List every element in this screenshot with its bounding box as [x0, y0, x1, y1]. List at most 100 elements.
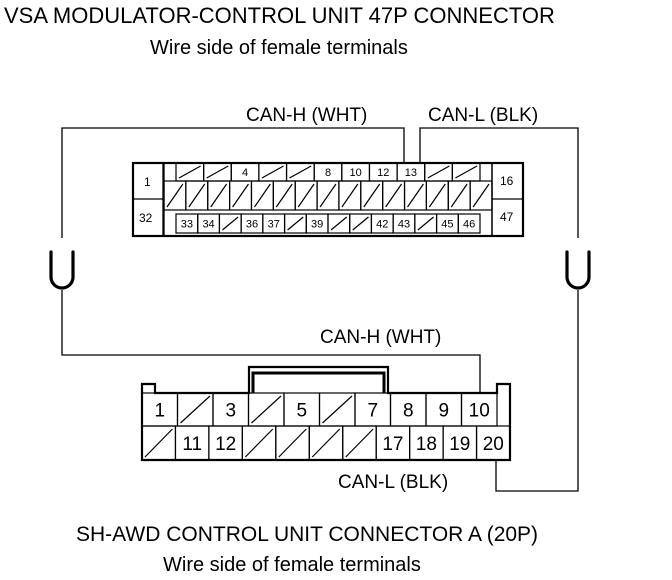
vsa-connector-title: VSA MODULATOR-CONTROL UNIT 47P CONNECTOR [4, 3, 555, 28]
pin-label: 33 [181, 218, 193, 230]
unused-slash [455, 165, 478, 179]
unused-slash [251, 395, 282, 424]
empty-terminal-cell [360, 180, 384, 211]
unused-slash [188, 183, 206, 208]
empty-terminal-cell [283, 213, 307, 234]
can-h-wire-bottom [61, 290, 481, 393]
pin-label: 19 [449, 434, 470, 455]
unused-slash [311, 428, 341, 458]
unused-slash [363, 183, 381, 208]
terminal-cell: 9 [425, 392, 463, 427]
unused-slash [180, 395, 211, 424]
unused-slash [287, 216, 304, 231]
empty-terminal-cell [403, 180, 427, 211]
unused-slash [297, 183, 315, 208]
pin-label: 9 [438, 400, 449, 421]
terminal-cell: 46 [457, 213, 481, 234]
pin-label: 42 [376, 218, 388, 230]
unused-slash [319, 183, 337, 208]
empty-terminal-cell [141, 425, 177, 461]
terminal-cell: 7 [354, 392, 392, 427]
terminal-cell: 10 [341, 162, 371, 182]
terminal-cell: 3 [212, 392, 250, 427]
unused-slash [407, 183, 424, 208]
sh-awd-connector-subtitle: Wire side of female terminals [163, 554, 421, 576]
pin-label: 8 [325, 167, 331, 179]
pin-label: 32 [139, 211, 153, 225]
empty-terminal-cell [424, 162, 453, 182]
pin-label: 37 [268, 218, 280, 230]
terminal-cell: 33 [175, 213, 199, 234]
terminal-cell: 8 [313, 162, 343, 182]
unused-slash [385, 183, 403, 208]
unused-slash [275, 183, 293, 208]
empty-terminal-cell [185, 180, 209, 211]
empty-terminal-cell [175, 162, 205, 182]
pin-label: 1 [154, 400, 165, 421]
terminal-cell: 12 [368, 162, 398, 182]
unused-slash [289, 165, 312, 179]
empty-terminal-cell [342, 425, 377, 461]
empty-terminal-cell [294, 180, 318, 211]
empty-terminal-cell [218, 213, 242, 234]
empty-terminal-cell [308, 425, 344, 461]
terminal-cell: 18 [409, 425, 444, 461]
empty-terminal-cell [318, 392, 356, 427]
unused-slash [472, 183, 490, 208]
pin-label: 43 [398, 218, 410, 230]
pin-label: 17 [382, 434, 403, 455]
unused-slash [261, 165, 284, 179]
unused-slash [330, 216, 348, 231]
unused-slash [210, 183, 228, 208]
terminal-cell: 37 [262, 213, 286, 234]
can-l-label-top: CAN-L (BLK) [428, 105, 538, 126]
unused-slash [253, 183, 271, 208]
unused-slash [450, 183, 468, 208]
empty-terminal-cell [275, 425, 310, 461]
terminal-cell: 12 [208, 425, 243, 461]
unused-slash [222, 216, 239, 231]
terminal-cell: 17 [375, 425, 411, 461]
empty-terminal-cell [241, 425, 277, 461]
vsa-connector-subtitle: Wire side of female terminals [150, 37, 408, 59]
terminal-cell: 13 [396, 162, 426, 182]
unused-slash [345, 428, 374, 458]
splice-symbol-left [49, 250, 75, 290]
pin-label: 12 [215, 434, 236, 455]
unused-slash [427, 165, 450, 179]
empty-terminal-cell [207, 180, 231, 211]
can-h-label-middle: CAN-H (WHT) [320, 327, 441, 348]
connector-47p-row-3: 33 34 36 37 39 42 43 45 46 [175, 213, 481, 234]
pin-label: 47 [500, 210, 514, 224]
splice-symbol-right [565, 250, 591, 290]
empty-terminal-cell [338, 180, 362, 211]
can-l-wire-top [419, 127, 579, 238]
terminal-cell: 42 [370, 213, 394, 234]
terminal-cell: 10 [460, 392, 498, 427]
terminal-cell: 43 [392, 213, 416, 234]
unused-slash [178, 165, 201, 179]
empty-terminal-cell [250, 180, 274, 211]
pin-label: 4 [242, 167, 248, 179]
pin-label: 36 [246, 218, 258, 230]
terminal-cell: 8 [389, 392, 427, 427]
pin-label: 45 [441, 218, 453, 230]
empty-terminal-cell [414, 213, 438, 234]
terminal-cell: 4 [230, 162, 260, 182]
unused-slash [278, 428, 307, 458]
empty-terminal-cell [247, 392, 285, 427]
unused-slash [206, 165, 229, 179]
pin-label: 34 [202, 218, 214, 230]
pin-label: 5 [296, 400, 307, 421]
terminal-cell: 20 [475, 425, 511, 461]
unused-slash [166, 183, 184, 208]
terminal-cell: 34 [197, 213, 221, 234]
pin-label: 13 [405, 167, 417, 179]
pin-label: 18 [416, 434, 437, 455]
pin-label: 39 [311, 218, 323, 230]
